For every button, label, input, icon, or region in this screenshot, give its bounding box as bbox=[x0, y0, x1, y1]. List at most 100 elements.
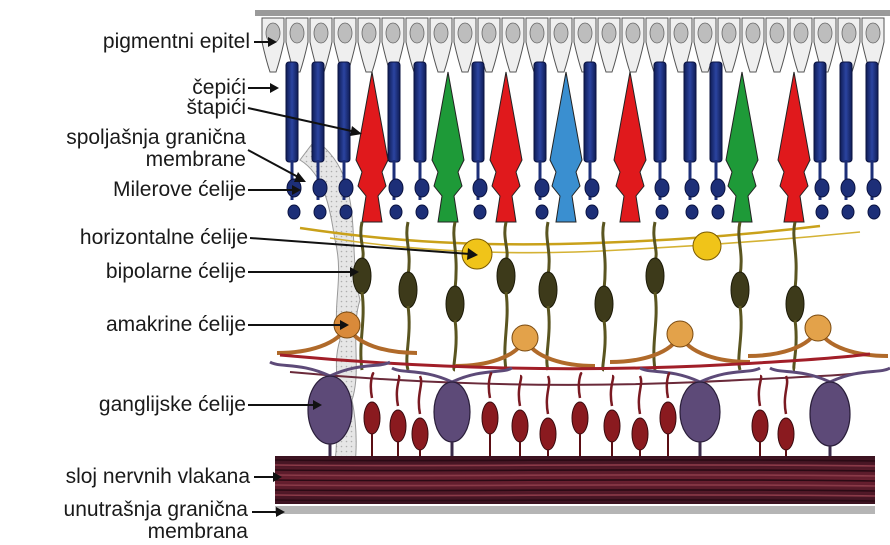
rod-terminal bbox=[416, 205, 428, 219]
rod-terminal bbox=[686, 205, 698, 219]
pigment-epithelium bbox=[262, 18, 884, 72]
cone bbox=[614, 72, 646, 222]
label-muller-cells: Milerove ćelije bbox=[0, 179, 246, 201]
amacrine-cell bbox=[805, 315, 831, 341]
rod-terminal bbox=[868, 205, 880, 219]
pigment-nucleus bbox=[482, 23, 496, 43]
rod-terminal bbox=[288, 205, 300, 219]
pigment-nucleus bbox=[746, 23, 760, 43]
small-ganglion-cell bbox=[482, 402, 498, 434]
rod-terminal bbox=[586, 205, 598, 219]
pigment-nucleus bbox=[626, 23, 640, 43]
rod-outer-segment bbox=[472, 62, 484, 162]
pigment-nucleus bbox=[578, 23, 592, 43]
rod-nucleus bbox=[389, 179, 403, 197]
pigment-nucleus bbox=[530, 23, 544, 43]
small-ganglion-cell bbox=[540, 418, 556, 450]
bipolar-dendrite bbox=[361, 222, 363, 262]
pigment-nucleus bbox=[650, 23, 664, 43]
small-ganglion-cell bbox=[390, 410, 406, 442]
bipolar-dendrite bbox=[739, 222, 741, 276]
rod-nucleus bbox=[711, 179, 725, 197]
cone bbox=[490, 72, 522, 222]
pigment-nucleus bbox=[698, 23, 712, 43]
rod-terminal bbox=[842, 205, 854, 219]
small-ganglion-dendrite bbox=[759, 376, 761, 406]
rod-terminal bbox=[712, 205, 724, 219]
pigment-nucleus bbox=[314, 23, 328, 43]
nerve-fiber bbox=[275, 490, 875, 491]
bipolar-dendrite bbox=[794, 222, 796, 290]
rod-outer-segment bbox=[684, 62, 696, 162]
label-ganglion-cells: ganglijske ćelije bbox=[0, 394, 246, 416]
rod-outer-segment bbox=[814, 62, 826, 162]
small-ganglion-cell bbox=[660, 402, 676, 434]
small-ganglion-cell bbox=[752, 410, 768, 442]
rod-outer-segment bbox=[414, 62, 426, 162]
top-border bbox=[255, 10, 890, 16]
bipolar-axon bbox=[794, 320, 796, 370]
inner-limiting-membrane bbox=[275, 506, 875, 514]
rod-terminal bbox=[474, 205, 486, 219]
ganglion-cell bbox=[680, 382, 720, 442]
cone bbox=[778, 72, 810, 222]
cone bbox=[550, 72, 582, 222]
pigment-nucleus bbox=[722, 23, 736, 43]
small-ganglion-dendrite bbox=[489, 373, 491, 398]
pigment-nucleus bbox=[842, 23, 856, 43]
pigment-nucleus bbox=[338, 23, 352, 43]
label-rods: štapići bbox=[0, 97, 246, 119]
small-ganglion-dendrite bbox=[611, 376, 613, 406]
bipolar-axon bbox=[603, 320, 605, 370]
small-ganglion-dendrite bbox=[519, 376, 521, 406]
nerve-fiber bbox=[275, 470, 875, 471]
label-pigment-epithelium: pigmentni epitel bbox=[0, 31, 250, 53]
rod-outer-segment bbox=[534, 62, 546, 162]
rod-outer-segment bbox=[584, 62, 596, 162]
rod-nucleus bbox=[535, 179, 549, 197]
bipolar-axon bbox=[654, 292, 656, 370]
small-ganglion-dendrite bbox=[547, 376, 549, 414]
rod-terminal bbox=[816, 205, 828, 219]
nerve-fiber bbox=[275, 465, 875, 466]
pigment-nucleus bbox=[866, 23, 880, 43]
rod-outer-segment bbox=[312, 62, 324, 162]
rod-outer-segment bbox=[654, 62, 666, 162]
nerve-fiber bbox=[275, 485, 875, 486]
small-ganglion-cell bbox=[604, 410, 620, 442]
bipolar-axon bbox=[407, 306, 409, 370]
bipolar-dendrite bbox=[454, 222, 456, 290]
small-ganglion-cell bbox=[412, 418, 428, 450]
rod-terminal bbox=[656, 205, 668, 219]
bipolar-dendrite bbox=[654, 222, 656, 262]
ganglion-cell bbox=[308, 376, 352, 444]
rod-terminal bbox=[314, 205, 326, 219]
pigment-nucleus bbox=[602, 23, 616, 43]
rod-nucleus bbox=[867, 179, 881, 197]
nerve-fiber bbox=[275, 475, 875, 476]
rod-outer-segment bbox=[286, 62, 298, 162]
bipolar-axon bbox=[454, 320, 456, 370]
pigment-nucleus bbox=[794, 23, 808, 43]
amacrine-cell bbox=[512, 325, 538, 351]
small-ganglion-cell bbox=[778, 418, 794, 450]
cone bbox=[356, 72, 388, 222]
rod-terminal bbox=[340, 205, 352, 219]
pigment-nucleus bbox=[410, 23, 424, 43]
horizontal-cell bbox=[693, 232, 721, 260]
pigment-nucleus bbox=[554, 23, 568, 43]
pigment-nucleus bbox=[386, 23, 400, 43]
label-nerve-fiber-layer: sloj nervnih vlakana bbox=[0, 466, 250, 488]
nerve-fiber bbox=[275, 480, 875, 481]
rod-outer-segment bbox=[840, 62, 852, 162]
label-outer-limiting-membrane-line1: spoljašnja granična bbox=[0, 127, 246, 149]
pigment-nucleus bbox=[674, 23, 688, 43]
rod-nucleus bbox=[415, 179, 429, 197]
rod-nucleus bbox=[339, 179, 353, 197]
amacrine-cell bbox=[667, 321, 693, 347]
pigment-nucleus bbox=[362, 23, 376, 43]
bipolar-dendrite bbox=[547, 222, 549, 276]
nerve-fiber bbox=[275, 460, 875, 461]
nerve-fiber bbox=[275, 495, 875, 496]
cone bbox=[432, 72, 464, 222]
